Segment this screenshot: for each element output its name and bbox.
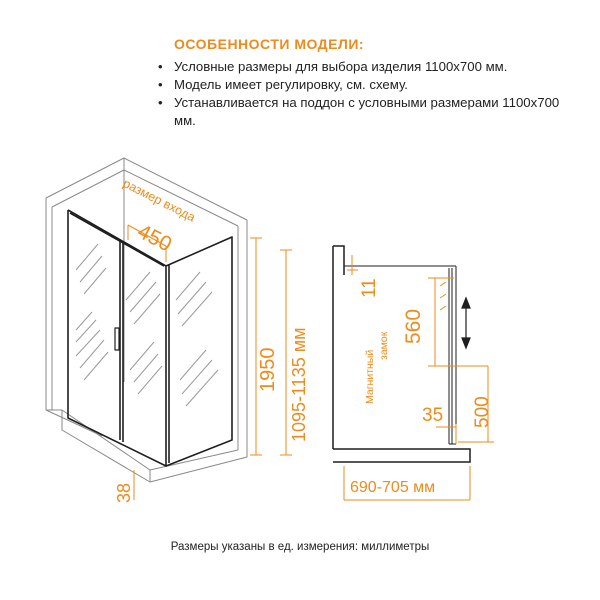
features-list: Условные размеры для выбора изделия 1100…	[152, 58, 582, 130]
lock-label-line2: замок	[378, 331, 390, 360]
features-block: ОСОБЕННОСТИ МОДЕЛИ: Условные размеры для…	[152, 36, 582, 130]
feature-item: Модель имеет регулировку, см. схему.	[158, 76, 582, 94]
width-range-label: 690-705 мм	[350, 479, 435, 496]
adjust-arrow-icon	[461, 296, 471, 350]
tray-height-label: 38	[114, 483, 134, 503]
glass-reflections	[75, 243, 219, 407]
wall-outline	[45, 157, 248, 483]
footer-note: Размеры указаны в ед. измерения: миллиме…	[170, 541, 430, 553]
lock-height-label: 560	[402, 309, 425, 344]
adjust-range-label: 1095-1135 мм	[289, 328, 309, 443]
profile-dimensions	[343, 255, 494, 501]
enclosure-3d-view: размер входа 450 1950 1095-1135 мм 38	[45, 157, 309, 503]
offset-label: 35	[422, 405, 443, 426]
profile-walls	[332, 245, 471, 463]
enclosure-dimensions	[127, 224, 292, 500]
top-gap-label: 11	[359, 278, 380, 298]
feature-item: Условные размеры для выбора изделия 1100…	[158, 58, 582, 76]
lock-label-line1: Магнитный	[364, 350, 376, 404]
profile-view: 11 Магнитный замок 560 35 500 690-705 мм	[332, 245, 494, 501]
height-label: 1950	[257, 348, 279, 393]
feature-item: Устанавливается на поддон с условными ра…	[158, 94, 582, 130]
lower-height-label: 500	[472, 396, 493, 428]
features-title: ОСОБЕННОСТИ МОДЕЛИ:	[174, 36, 365, 52]
profile-door	[344, 265, 457, 445]
glass-frame	[67, 209, 233, 467]
